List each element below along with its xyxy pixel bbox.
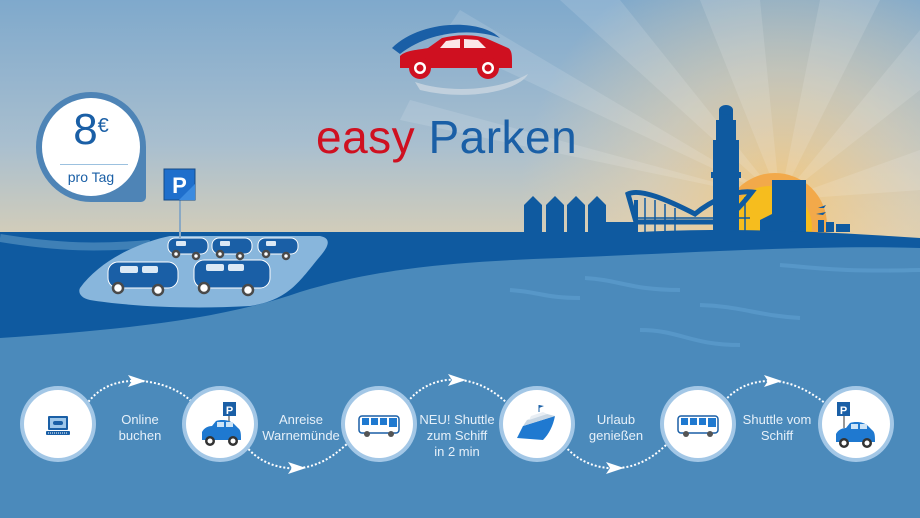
step-arrive: P — [186, 390, 254, 458]
step-label-1: Online buchen — [118, 412, 162, 443]
step-label-2: Anreise Warnemünde — [262, 412, 340, 443]
shuttle-bus-icon — [677, 415, 719, 437]
svg-text:P: P — [840, 405, 847, 417]
currency-symbol: € — [97, 115, 109, 137]
step-pickup-car: P — [822, 390, 890, 458]
shuttle-bus-icon — [358, 415, 400, 437]
parking-sign: P — [163, 168, 196, 238]
parked-car-icon: P — [202, 402, 241, 446]
parked-car-icon: P — [836, 402, 875, 448]
easy-parken-logo — [392, 24, 528, 95]
svg-text:P: P — [172, 173, 187, 198]
step-shuttle-to-ship — [345, 390, 413, 458]
price-badge: 8€ pro Tag — [36, 92, 148, 204]
process-arrows — [85, 374, 826, 474]
brand-parken: Parken — [428, 111, 578, 163]
price-divider — [60, 164, 128, 165]
step-label-3: NEU! Shuttle zum Schiff in 2 min — [419, 412, 495, 459]
svg-text:P: P — [226, 405, 233, 417]
brand-easy: easy — [316, 111, 416, 163]
step-label-4: Urlaub genießen — [588, 412, 644, 443]
step-online-booking — [24, 390, 92, 458]
step-shuttle-from-ship — [664, 390, 732, 458]
step-label-5: Shuttle vom Schiff — [742, 412, 812, 443]
logo-arc-top — [392, 24, 500, 54]
waves — [509, 263, 920, 347]
price-amount: 8€ — [73, 105, 109, 154]
step-enjoy-vacation — [503, 390, 571, 458]
logo-arc-bottom — [415, 74, 528, 95]
cruise-ship-icon — [517, 405, 555, 440]
logo-car-icon — [400, 35, 512, 79]
skyline-silhouette — [524, 105, 850, 232]
parked-cars — [107, 237, 299, 297]
brand-wordmark: easy Parken — [316, 110, 577, 164]
laptop-car-icon — [46, 416, 70, 435]
price-unit: pro Tag — [67, 169, 115, 185]
